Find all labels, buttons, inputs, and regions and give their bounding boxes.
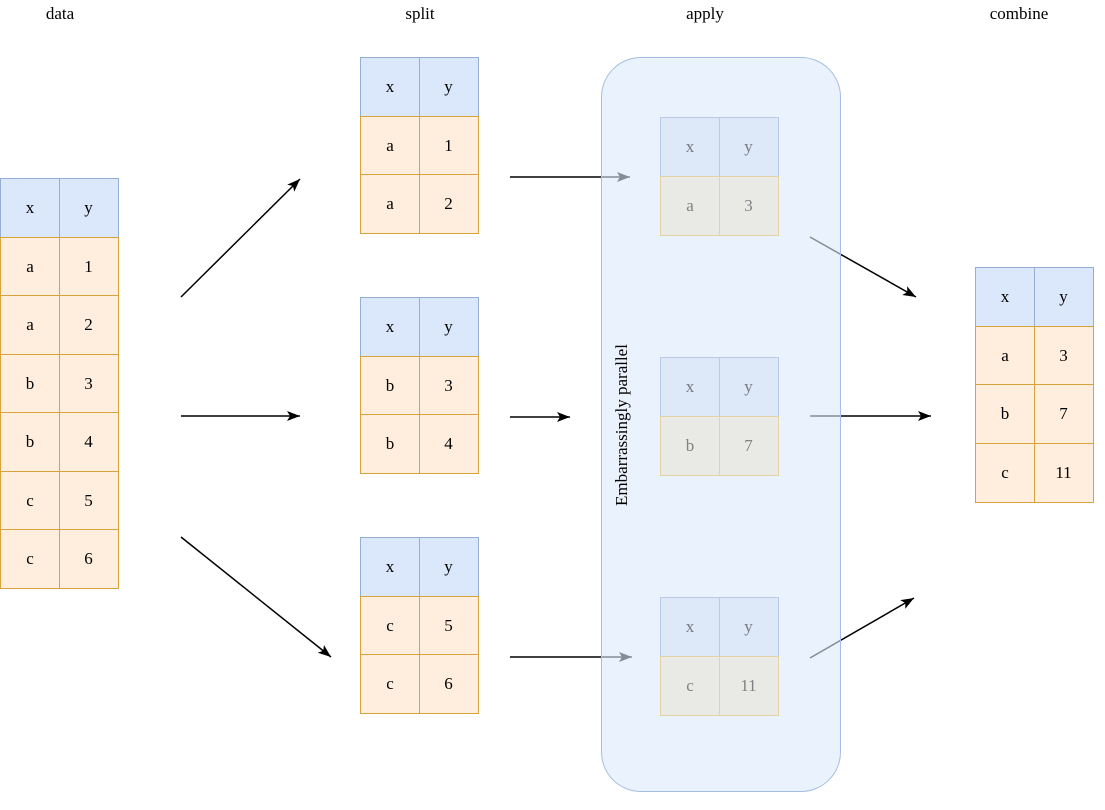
column-label-apply: apply — [686, 4, 724, 23]
body-cell: a — [0, 236, 60, 297]
body-cell: 2 — [58, 295, 119, 355]
header-cell: x — [0, 178, 60, 238]
body-cell: 3 — [418, 355, 479, 416]
embarrassingly-parallel-label: Embarrassingly parallel — [612, 344, 631, 506]
header-cell: y — [418, 537, 479, 597]
column-label-data: data — [45, 4, 75, 23]
header-cell: x — [360, 57, 420, 117]
header-cell: y — [1033, 267, 1094, 327]
header-cell: x — [660, 597, 720, 657]
body-cell: 7 — [718, 415, 779, 476]
header-cell: x — [660, 117, 720, 177]
body-cell: 3 — [1033, 325, 1094, 386]
body-cell: b — [360, 414, 420, 474]
header-cell: x — [360, 297, 420, 357]
body-cell: c — [0, 470, 60, 531]
body-cell: a — [975, 325, 1035, 386]
body-cell: a — [660, 175, 720, 236]
body-cell: c — [0, 529, 60, 589]
body-cell: c — [360, 654, 420, 714]
body-cell: b — [360, 355, 420, 416]
body-cell: a — [360, 115, 420, 176]
body-cell: 4 — [58, 412, 119, 472]
body-cell: 3 — [718, 175, 779, 236]
body-cell: 3 — [58, 353, 119, 414]
body-cell: 6 — [418, 654, 479, 714]
body-cell: 6 — [58, 529, 119, 589]
column-label-combine: combine — [989, 4, 1049, 23]
header-cell: y — [718, 117, 779, 177]
body-cell: 2 — [418, 174, 479, 234]
body-cell: a — [0, 295, 60, 355]
column-label-split: split — [405, 4, 435, 23]
header-cell: y — [718, 357, 779, 417]
body-cell: 7 — [1033, 384, 1094, 444]
body-cell: a — [360, 174, 420, 234]
body-cell: 4 — [418, 414, 479, 474]
header-cell: x — [660, 357, 720, 417]
header-cell: y — [418, 57, 479, 117]
body-cell: b — [0, 412, 60, 472]
body-cell: 11 — [718, 655, 779, 716]
header-cell: x — [975, 267, 1035, 327]
body-cell: 11 — [1033, 442, 1094, 503]
header-cell: y — [418, 297, 479, 357]
body-cell: c — [360, 595, 420, 656]
body-cell: 5 — [58, 470, 119, 531]
arrow-data-to-split-1 — [180, 178, 301, 298]
body-cell: b — [0, 353, 60, 414]
body-cell: b — [660, 415, 720, 476]
body-cell: 1 — [58, 236, 119, 297]
body-cell: c — [660, 655, 720, 716]
arrow-data-to-split-3 — [180, 536, 332, 658]
body-cell: c — [975, 442, 1035, 503]
body-cell: 1 — [418, 115, 479, 176]
header-cell: y — [58, 178, 119, 238]
header-cell: y — [718, 597, 779, 657]
body-cell: 5 — [418, 595, 479, 656]
header-cell: x — [360, 537, 420, 597]
body-cell: b — [975, 384, 1035, 444]
